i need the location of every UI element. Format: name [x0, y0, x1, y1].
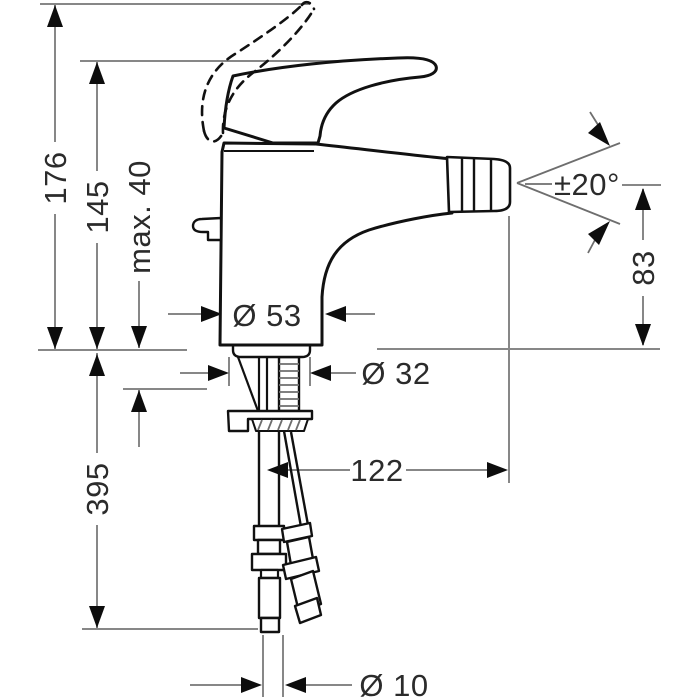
lever-handle: [222, 56, 438, 145]
aerator-nozzle: [445, 155, 512, 214]
dim-label-max-thickness: max. 40: [122, 153, 157, 281]
pull-rod-knob: [191, 216, 223, 242]
under-counter-assembly: [226, 355, 323, 634]
dim-text-83: 83: [626, 250, 661, 285]
dimension-labels: 176 145 max. 40 395 Ø 53 Ø 32 122 83 ±20…: [38, 142, 661, 700]
supply-hose-vertical: [250, 431, 288, 634]
dim-text-395: 395: [80, 462, 115, 515]
faucet-body-and-spout: [218, 141, 454, 347]
dim-text-max40: max. 40: [122, 160, 157, 274]
dim-label-spout-reach: 122: [350, 453, 403, 488]
angle-arrow-lower: [588, 221, 610, 245]
dim-label-total-height: 176: [38, 142, 73, 214]
dim-text-176: 176: [38, 151, 73, 204]
nut-hatching: [257, 419, 301, 431]
supply-hose-angled: [280, 430, 323, 625]
dim-label-hose-diameter: Ø 10: [359, 668, 428, 700]
angle-arrow-upper: [588, 122, 610, 146]
dimension-lines: [38, 3, 661, 697]
faucet: [191, 0, 512, 359]
dim-label-spout-height: 83: [626, 240, 661, 296]
supply-pipes: [236, 356, 269, 412]
dim-label-body-diameter: Ø 53: [232, 298, 301, 333]
threaded-shank: [277, 355, 301, 413]
dim-label-hole-diameter: Ø 32: [361, 356, 430, 391]
dim-text-145: 145: [80, 180, 115, 233]
shank-threads: [279, 363, 299, 407]
mounting-washer: [226, 409, 314, 433]
base-flange: [231, 343, 312, 359]
raised-lever-dashed-outline: [200, 0, 316, 143]
dimension-arrows: [47, 5, 651, 693]
dim-label-lever-height: 145: [80, 171, 115, 243]
dim-label-hose-length: 395: [80, 453, 115, 525]
dim-label-swivel-angle: ±20°: [554, 167, 620, 202]
angle-annotation: [516, 111, 621, 254]
